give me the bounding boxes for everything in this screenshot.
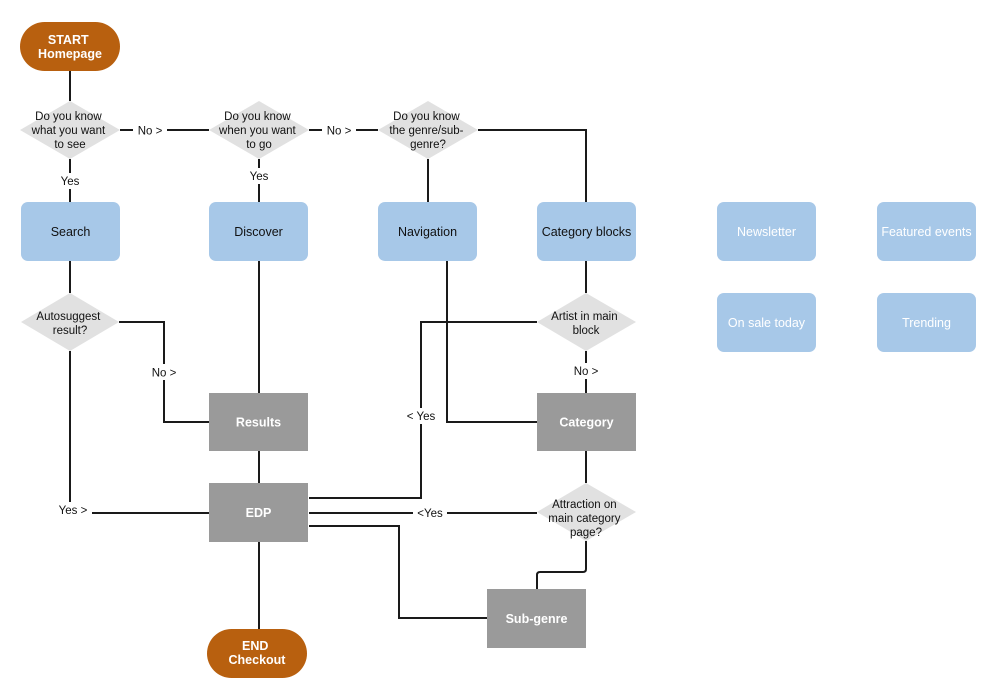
box-newsletter: Newsletter [717,202,816,261]
box-category-label: Category [559,416,613,430]
start-node-line-1: START [48,33,89,47]
edge-label-no-q1: No > [138,126,163,138]
decision-know-genre-line-1: Do you know [393,111,460,123]
connectors [69,71,587,629]
edge-label-no-autosuggest: No > [152,368,177,380]
svg-text:Do you know when you wan: Do you know when you want to go [218,111,299,151]
decision-attraction-line-3: page? [570,527,602,539]
start-node-line-2: Homepage [38,47,102,61]
svg-text:END Checkout: END Checkout [229,639,287,667]
box-navigation: Navigation [378,202,477,261]
decision-know-when-line-1: Do you know [224,111,291,123]
decision-autosuggest-line-1: Autosuggest [36,311,101,323]
decision-know-genre-line-3: genre? [410,139,446,151]
box-featured-events: Featured events [877,202,976,261]
box-trending-label: Trending [902,316,951,330]
box-sub-genre: Sub-genre [487,589,586,648]
box-navigation-label: Navigation [398,225,457,239]
edge-label-no-artist: No > [574,366,599,378]
box-on-sale-today-label: On sale today [728,316,806,330]
box-edp: EDP [209,483,308,542]
decision-artist-main-block: Artist in main block [537,293,636,351]
edge-label-yes-autosuggest: Yes > [59,505,88,517]
box-category: Category [537,393,636,451]
box-discover: Discover [209,202,308,261]
box-search: Search [21,202,120,261]
end-node-line-1: END [242,639,268,653]
decision-know-genre-line-2: the genre/sub- [389,125,463,137]
connector-subgenre-to-edp [309,525,487,619]
connector-q3-to-category-blocks [478,129,587,202]
box-category-blocks: Category blocks [537,202,636,261]
box-discover-label: Discover [234,225,283,239]
box-trending: Trending [877,293,976,352]
decision-attraction: Attraction on main category page? [537,483,636,541]
box-sub-genre-label: Sub-genre [506,612,568,626]
decision-know-what: Do you know what you want to see [20,101,120,159]
end-node: END Checkout [207,629,307,678]
edge-label-yes-attraction: <Yes [417,508,443,520]
decision-know-when-line-3: to go [246,139,272,151]
edge-label-yes-q1: Yes [61,176,80,188]
edge-label-yes-artist: < Yes [407,411,436,423]
decision-know-what-line-3: to see [54,139,85,151]
decision-know-what-line-1: Do you know [35,111,102,123]
svg-text:Artist in main block: Artist in main block [551,311,621,337]
edge-label-no-q2: No > [327,126,352,138]
decision-know-when: Do you know when you want to go [209,101,309,159]
decision-know-genre: Do you know the genre/sub- genre? [378,101,478,159]
svg-text:Attraction on main categ: Attraction on main category page? [548,499,623,539]
decision-artist-line-2: block [573,325,600,337]
edge-label-yes-q2: Yes [250,171,269,183]
box-featured-events-label: Featured events [881,225,971,239]
svg-text:Autosuggest result?: Autosuggest result? [36,311,103,337]
decision-attraction-line-1: Attraction on [552,499,617,511]
connector-navigation-to-category [446,261,537,423]
decision-autosuggest-line-2: result? [53,325,88,337]
decision-attraction-line-2: main category [548,513,620,525]
decision-artist-line-1: Artist in main [551,311,617,323]
box-newsletter-label: Newsletter [737,225,796,239]
connector-autosuggest-to-edp [69,351,209,514]
edge-labels: No > No > Yes Yes No > Yes > No > < Yes … [54,122,603,521]
svg-text:Do you know what you wan: Do you know what you want to see [31,111,109,151]
connector-attraction-to-subgenre [536,541,587,589]
decision-know-what-line-2: what you want [31,125,106,137]
box-results: Results [209,393,308,451]
decision-know-when-line-2: when you want [218,125,297,137]
box-search-label: Search [51,225,91,239]
box-results-label: Results [236,416,281,430]
box-on-sale-today: On sale today [717,293,816,352]
box-category-blocks-label: Category blocks [542,225,632,239]
svg-text:START Homepage: START Homepage [38,33,102,61]
decision-autosuggest: Autosuggest result? [21,293,119,351]
end-node-line-2: Checkout [229,653,287,667]
box-edp-label: EDP [246,506,272,520]
start-node: START Homepage [20,22,120,71]
svg-text:Do you know the genre/su: Do you know the genre/sub- genre? [389,111,466,151]
